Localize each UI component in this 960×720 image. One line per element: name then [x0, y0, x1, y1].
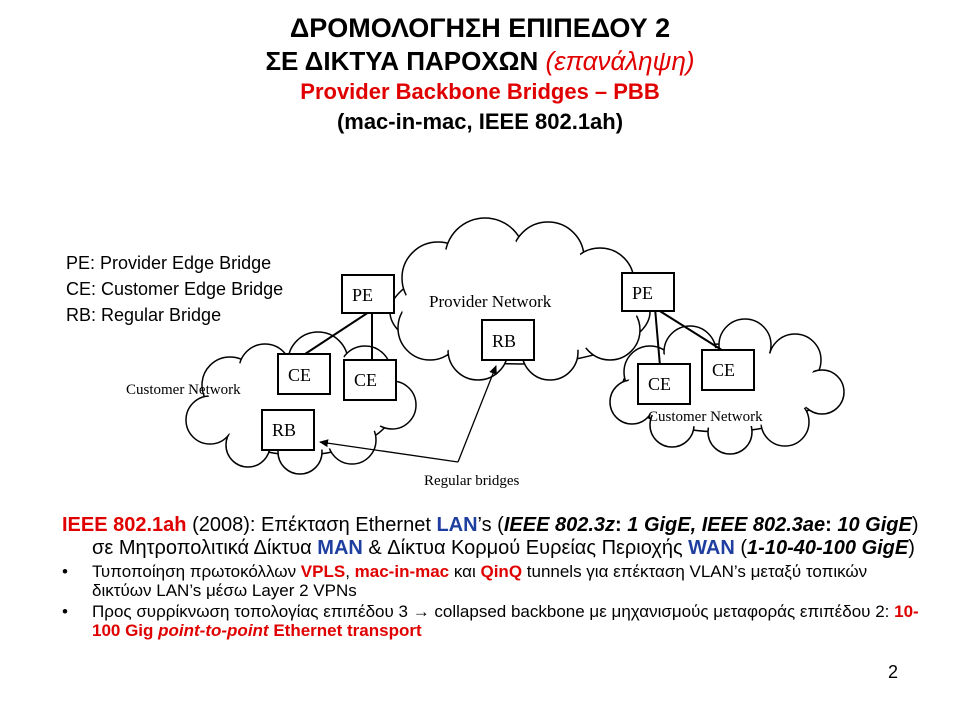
paragraph-text: ( [734, 537, 748, 559]
customer-network-right-label: Customer Network [648, 409, 763, 425]
10gige-highlight: 10 GigE [837, 514, 912, 536]
ce-left-1-label: CE [288, 365, 311, 385]
title-line-2-main: ΣΕ ΔΙΚΤΥΑ ΠΑΡΟΧΩΝ [265, 46, 546, 76]
ce-right-2-label: CE [712, 360, 735, 380]
regular-bridges-arrows [319, 365, 497, 463]
title-line-3: Provider Backbone Bridges – PBB [300, 79, 660, 104]
rb-center-box [481, 319, 535, 361]
connection-lines [301, 307, 726, 367]
man-highlight: MAN [317, 537, 363, 559]
customer-network-left-label: Customer Network [126, 382, 241, 398]
legend-item-ce: CE: Customer Edge Bridge [66, 279, 284, 299]
title-line-2-paren: (επανάληψη) [545, 46, 695, 76]
page-number: 2 [888, 662, 899, 682]
title-line-1: ΔΡΟΜΟΛΟΓΗΣΗ ΕΠΙΠΕΔΟΥ 2 [289, 13, 671, 43]
vpls-highlight: VPLS [300, 562, 346, 581]
lan-highlight: LAN [436, 514, 478, 536]
body-text: IEEE 802.1ah (2008): Επέκταση Ethernet L… [62, 514, 922, 640]
paragraph-text: : [825, 514, 838, 536]
bullet-text: , [345, 562, 355, 581]
pe-right-box [621, 272, 675, 312]
paragraph-text: & Δίκτυα Κορμού Ευρείας Περιοχής [362, 537, 689, 559]
bullet-text: Τυποποίηση πρωτοκόλλων [92, 562, 301, 581]
rb-left-label: RB [272, 420, 296, 440]
speeds-highlight: 1-10-40-100 GigE [747, 537, 909, 559]
ce-right-1-label: CE [648, 374, 671, 394]
legend-item-pe: PE: Provider Edge Bridge [66, 253, 272, 273]
legend: PE: Provider Edge Bridge CE: Customer Ed… [66, 250, 283, 328]
title-line-4: (mac-in-mac, IEEE 802.1ah) [336, 109, 624, 134]
title-line-2: ΣΕ ΔΙΚΤΥΑ ΠΑΡΟΧΩΝ (επανάληψη) [0, 45, 960, 77]
ce-left-2-box [343, 359, 397, 401]
ce-left-2-label: CE [354, 370, 377, 390]
rb-left-box [261, 409, 315, 451]
pe-left-box [341, 274, 395, 314]
bullet-dot: • [62, 562, 68, 581]
ethernet-transport-highlight: Ethernet transport [268, 621, 422, 640]
qinq-highlight: QinQ [480, 562, 523, 581]
legend-item-rb: RB: Regular Bridge [66, 305, 222, 325]
ce-right-1-box [637, 363, 691, 405]
main-paragraph: IEEE 802.1ah (2008): Επέκταση Ethernet L… [62, 514, 922, 560]
ce-right-2-box [701, 349, 755, 391]
bullet-text: tunnels για επέκταση VLAN’s μεταξύ τοπικ… [92, 562, 868, 600]
provider-network-label: Provider Network [429, 292, 552, 311]
paragraph-text: ) σε Μητροπολιτικά Δίκτυα [92, 514, 919, 559]
ce-left-1-box [277, 353, 331, 395]
bullet-text: και [449, 562, 481, 581]
paragraph-text: ’s ( [477, 514, 504, 536]
slide-title: ΔΡΟΜΟΛΟΓΗΣΗ ΕΠΙΠΕΔΟΥ 2 ΣΕ ΔΙΚΤΥΑ ΠΑΡΟΧΩΝ… [0, 12, 960, 137]
bullet-dot: • [62, 602, 68, 621]
paragraph-text: ) [908, 537, 915, 559]
rb-center-label: RB [492, 331, 516, 351]
pe-right-label: PE [632, 283, 653, 303]
wan-highlight: WAN [688, 537, 735, 559]
pe-left-label: PE [352, 285, 373, 305]
bullet-item-1: • Τυποποίηση πρωτοκόλλων VPLS, mac-in-mac… [62, 562, 922, 600]
ieee-802-3z-highlight: IEEE 802.3z [503, 514, 616, 536]
gige-highlight: 1 GigE, IEEE 802.3ae [627, 514, 826, 536]
bullet-text: Προς συρρίκνωση τοπολογίας επιπέδου 3 → … [92, 602, 895, 621]
point-to-point-highlight: point-to-point [158, 621, 269, 640]
mac-in-mac-highlight: mac-in-mac [354, 562, 450, 581]
gig-highlight: 10-100 Gig [92, 602, 919, 640]
paragraph-text: : [615, 514, 628, 536]
ieee-802-1ah-highlight: IEEE 802.1ah [62, 514, 187, 536]
paragraph-text: (2008): Επέκταση Ethernet [186, 514, 437, 536]
bullet-item-2: • Προς συρρίκνωση τοπολογίας επιπέδου 3 →… [62, 602, 922, 640]
regular-bridges-label: Regular bridges [424, 473, 520, 489]
